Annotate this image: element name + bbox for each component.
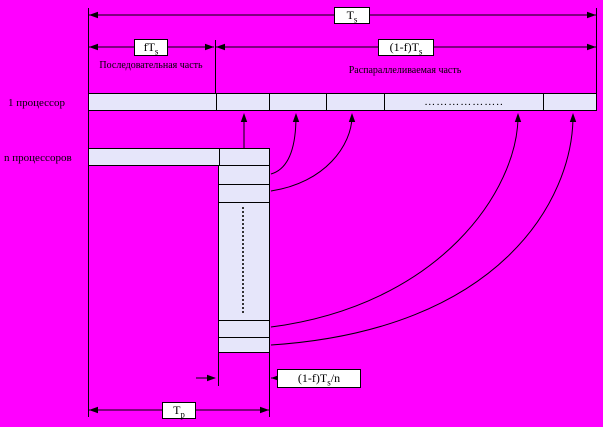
dim-label-parallel-time: (1-f)Ts	[378, 39, 434, 56]
parallel-tasks-stack	[218, 165, 270, 353]
dim-sub: p	[180, 409, 185, 420]
omitted-cells-dots: ………………..	[424, 96, 504, 108]
one-processor-bar	[88, 93, 597, 111]
dim-text: /n	[330, 371, 341, 385]
stack-divider	[219, 202, 269, 203]
stack-divider	[219, 337, 269, 338]
parallel-part-label: Распараллеливаемая часть	[348, 65, 462, 76]
bar-divider	[269, 94, 270, 110]
chunk5-curve-arrow	[270, 115, 574, 346]
one-processor-row-label: 1 процессор	[8, 97, 65, 109]
sequential-part-label: Последовательная часть	[99, 60, 203, 71]
chunk2-curve-arrow	[270, 115, 297, 175]
dim-label-parallel-total-time: Tp	[162, 402, 196, 419]
dim-text: T	[346, 8, 354, 22]
chunk3-curve-arrow	[270, 115, 353, 192]
dim-sub: s	[327, 377, 331, 388]
chunk4-curve-arrow	[270, 115, 519, 328]
bar-divider	[216, 94, 217, 110]
dim-text: (1-f)T	[389, 40, 419, 54]
dim-sub: s	[154, 46, 159, 57]
n-processors-row-label: n процессоров	[4, 152, 72, 164]
vertical-ellipsis-dots	[242, 207, 244, 313]
bar-divider	[384, 94, 385, 110]
dim-label-sequential-time: fTs	[134, 39, 168, 56]
n-processors-bar	[88, 148, 270, 166]
dim-sub: s	[418, 46, 423, 57]
bar-divider	[543, 94, 544, 110]
dim-text: fT	[143, 40, 155, 54]
dim-sub: s	[353, 14, 358, 25]
bar-divider	[219, 149, 220, 165]
bar-divider	[326, 94, 327, 110]
stack-divider	[219, 184, 269, 185]
stack-divider	[219, 320, 269, 321]
dim-text: (1-f)T	[297, 371, 328, 385]
dim-label-total-time: Ts	[334, 7, 370, 24]
dim-label-parallel-time-per-proc: (1-f)Ts/n	[277, 369, 361, 388]
